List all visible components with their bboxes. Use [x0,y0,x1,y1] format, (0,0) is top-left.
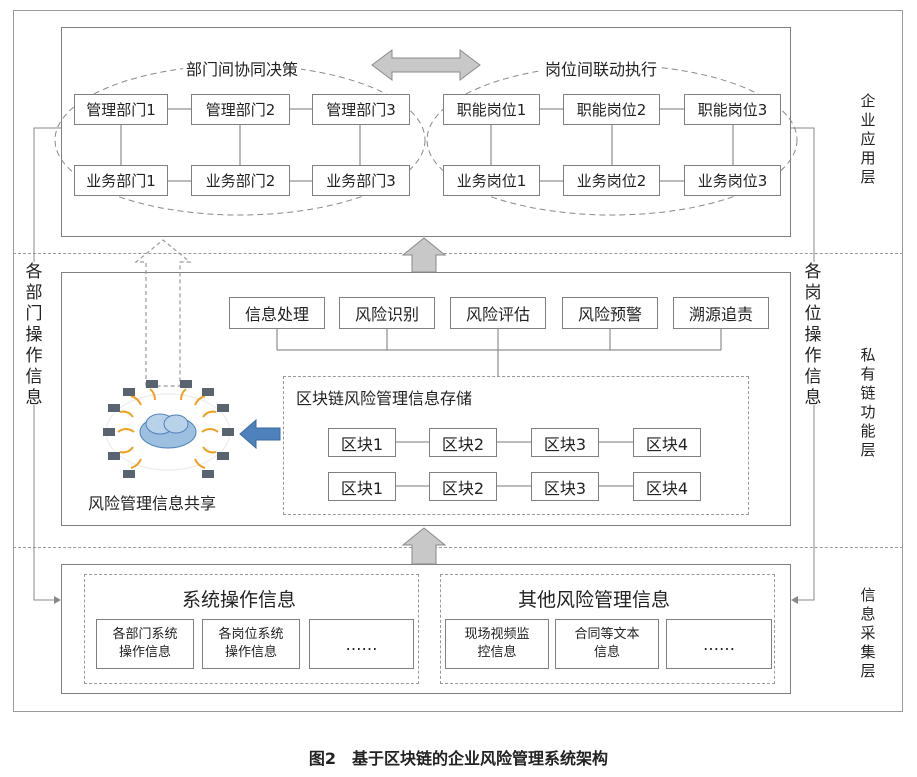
left-routing-arrowhead [54,596,61,604]
block-row1-2: 区块2 [429,428,497,457]
block-connectors [396,441,633,487]
mgmt-dept-1: 管理部门1 [74,94,168,125]
system-item-post-ops: 各岗位系统 操作信息 [202,619,300,669]
system-info-group [84,574,419,684]
function-risk-warning: 风险预警 [562,297,658,329]
mgmt-dept-2: 管理部门2 [191,94,290,125]
up-arrow-collection-to-chain [401,527,447,565]
function-connectors [276,329,722,376]
func-post-1: 职能岗位1 [443,94,540,125]
block-row2-2: 区块2 [429,472,497,501]
biz-post-1: 业务岗位1 [443,165,540,196]
double-arrow [371,49,481,81]
right-group-title: 岗位间联动执行 [542,56,661,80]
blue-left-arrow [239,418,281,450]
function-info-processing: 信息处理 [229,297,325,329]
figure-caption: 图2 基于区块链的企业风险管理系统架构 [308,749,609,768]
block-row1-4: 区块4 [633,428,701,457]
left-side-label: 各部门操作信息 [25,262,43,408]
layer-label-collection: 信息采集层 [860,586,876,680]
right-side-label: 各岗位操作信息 [804,262,822,408]
system-item-ellipsis: …… [309,619,414,669]
left-group-title: 部门间协同决策 [183,56,302,80]
block-row1-3: 区块3 [531,428,599,457]
biz-post-2: 业务岗位2 [563,165,660,196]
other-item-ellipsis: …… [666,619,772,669]
storage-title: 区块链风险管理信息存储 [296,389,473,408]
network-cloud-illustration [103,380,234,478]
up-arrow-chain-to-app [401,237,447,273]
dashed-up-arrow [134,239,192,387]
left-group-connectors [120,108,361,182]
other-item-contract: 合同等文本 信息 [555,619,659,669]
layer-label-application: 企业应用层 [860,92,876,186]
right-routing-line [791,127,815,601]
other-info-title: 其他风险管理信息 [518,589,671,611]
func-post-3: 职能岗位3 [684,94,781,125]
block-row2-3: 区块3 [531,472,599,501]
other-item-video: 现场视频监 控信息 [445,619,549,669]
block-row2-4: 区块4 [633,472,701,501]
layer-label-private-chain: 私有链功能层 [860,346,876,459]
blockchain-storage-box [283,376,749,515]
sharing-label: 风险管理信息共享 [88,494,217,513]
block-row1-1: 区块1 [328,428,396,457]
function-risk-assessment: 风险评估 [450,297,546,329]
function-traceability: 溯源追责 [673,297,769,329]
biz-dept-1: 业务部门1 [74,165,168,196]
outer-frame [13,10,903,712]
biz-post-3: 业务岗位3 [684,165,781,196]
biz-dept-2: 业务部门2 [191,165,290,196]
right-group-connectors [490,108,734,182]
mgmt-dept-3: 管理部门3 [312,94,410,125]
biz-dept-3: 业务部门3 [312,165,410,196]
func-post-2: 职能岗位2 [563,94,660,125]
block-row2-1: 区块1 [328,472,396,501]
system-info-title: 系统操作信息 [182,589,297,611]
layer-separator-top [13,253,903,254]
other-info-group [440,574,775,684]
left-routing-line [33,127,61,601]
function-risk-identification: 风险识别 [339,297,435,329]
right-routing-arrowhead [791,596,798,604]
system-item-dept-ops: 各部门系统 操作信息 [96,619,194,669]
layer-separator-bottom [13,547,903,548]
application-layer-box [61,27,791,237]
